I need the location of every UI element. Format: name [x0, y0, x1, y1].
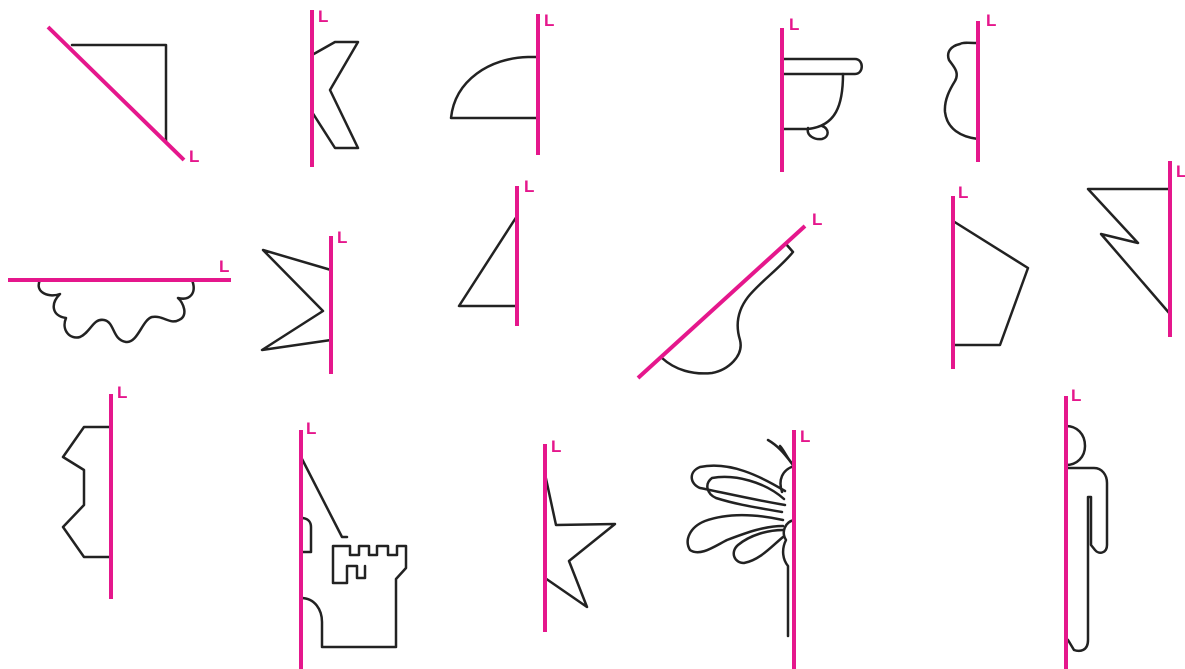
- symmetry-axis: [48, 27, 184, 160]
- axis-label: L: [1071, 386, 1081, 405]
- axis-label: L: [306, 419, 316, 438]
- figure-wavy-cloud-half: L: [8, 257, 231, 342]
- figure-dome-half: L: [451, 11, 554, 155]
- axis-label: L: [800, 427, 810, 446]
- axis-label: L: [189, 147, 199, 166]
- axis-label: L: [524, 177, 534, 196]
- axis-label: L: [318, 7, 328, 26]
- axis-label: L: [958, 183, 968, 202]
- figure-vase-half: L: [945, 11, 997, 162]
- axis-label: L: [1176, 162, 1185, 181]
- figure-bathtub-half: L: [782, 15, 862, 172]
- axis-label: L: [544, 11, 554, 30]
- axis-label: L: [337, 228, 347, 247]
- figure-triangle-half: L: [48, 27, 199, 166]
- axis-label: L: [551, 437, 561, 456]
- figure-star-half: L: [545, 437, 615, 632]
- figure-castle-half: L: [301, 419, 406, 669]
- axis-label: L: [117, 383, 127, 402]
- figure-right-triangle-half: L: [459, 177, 534, 326]
- figure-dragonfly-half: L: [688, 427, 811, 669]
- figure-person-half: L: [1066, 386, 1107, 669]
- axis-label: L: [219, 257, 229, 276]
- axis-label: L: [812, 210, 822, 229]
- figure-arrow-notch-half: L: [262, 228, 347, 374]
- figure-chevron-half: L: [312, 7, 358, 167]
- figure-leaf-shape-half: L: [638, 210, 822, 378]
- symmetry-axis: [638, 226, 805, 378]
- axis-label: L: [789, 15, 799, 34]
- figure-octagon-notch-half: L: [63, 383, 127, 599]
- figure-lightning-half: L: [1088, 161, 1185, 337]
- figure-pentagon-half: L: [953, 183, 1028, 369]
- axis-label: L: [986, 11, 996, 30]
